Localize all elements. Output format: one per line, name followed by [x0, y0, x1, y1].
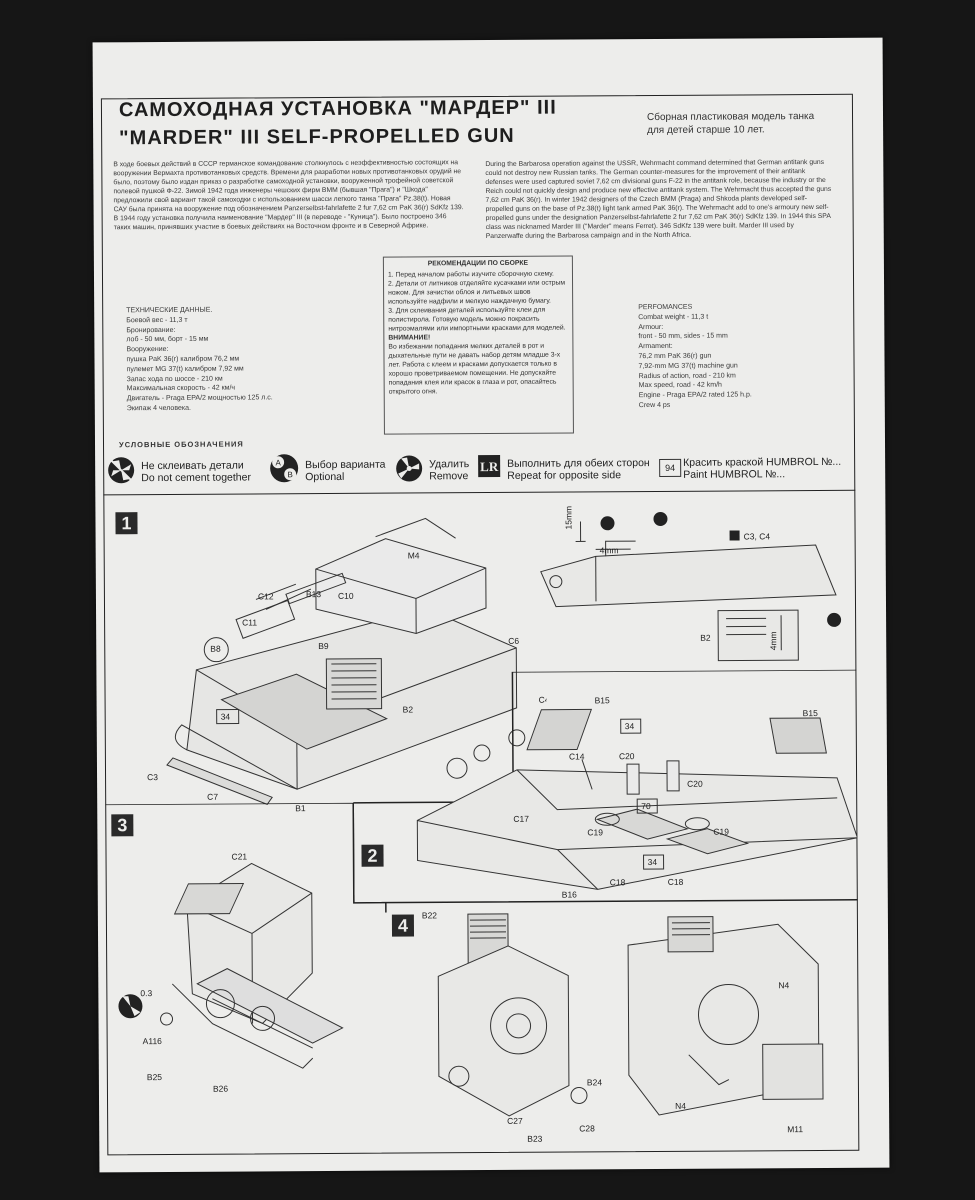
step-1-inset-diagram: 15mm 4mm C3, C4 B2 4mm	[540, 506, 842, 662]
optional-a-label: A	[275, 458, 281, 467]
optional-b-label: B	[288, 470, 293, 479]
recommendation-item: 3. Для склеивания деталей используйте кл…	[388, 306, 566, 333]
part-c28-label: C28	[579, 1123, 595, 1133]
paint-34-callout: 34	[648, 857, 658, 867]
lr-glyph: LR	[480, 459, 499, 474]
recommendation-item: 2. Детали от литников отделяйте кусачкам…	[388, 279, 566, 306]
legend-text: Красить краской HUMBROL №...	[683, 455, 842, 469]
part-b26-label: B26	[213, 1084, 228, 1094]
legend-text: Удалить	[429, 458, 470, 471]
paint-34-callout: 34	[625, 721, 635, 731]
part-c19-label: C19	[587, 827, 603, 837]
step-2-diagram: B15 B15 34 70 34 C14 C20 C20 C17 C19 C19…	[416, 695, 858, 900]
spec-line: Экипаж 4 человека.	[126, 404, 191, 413]
legend-text: Repeat for opposite side	[507, 469, 622, 482]
specs-russian: ТЕХНИЧЕСКИЕ ДАННЫЕ. Боевой вес - 11,3 т …	[126, 305, 273, 414]
history-russian: В ходе боевых действий в СССР германское…	[113, 158, 464, 260]
part-b15-label: B15	[803, 708, 818, 718]
spec-line: 7,92-mm MG 37(t) machine gun	[638, 362, 738, 370]
legend-header: УСЛОВНЫЕ ОБОЗНАЧЕНИЯ	[118, 439, 244, 450]
step-3-border	[105, 802, 858, 913]
part-c20-label: C20	[619, 751, 635, 761]
part-b9-label: B9	[318, 641, 329, 651]
part-c3-label: C3	[147, 772, 158, 782]
part-m11-label: M11	[787, 1124, 803, 1134]
part-b23-label: B23	[527, 1134, 542, 1144]
step-3-diagram: C21 0.3 A116 B25 B26	[118, 851, 344, 1094]
spec-line: Engine - Praga EPA/2 rated 125 h.p.	[638, 391, 752, 400]
legend-text: Не склеивать детали	[141, 459, 244, 473]
repeat-lr-icon: LR	[478, 454, 501, 478]
step-4-diagram: B22 B24 C27 C28 B23 N4 N4 M11	[422, 910, 824, 1144]
part-n4-label: N4	[778, 980, 789, 990]
no-cement-icon	[108, 457, 135, 484]
part-c14-label: C14	[569, 751, 585, 761]
legend-text: Remove	[429, 470, 469, 483]
drill-diameter-label: 0.3	[140, 988, 152, 998]
part-c12-label: C12	[258, 591, 274, 601]
part-b1-label: B1	[295, 803, 306, 813]
optional-icon: A B	[270, 454, 299, 483]
legend-text: Paint HUMBROL №...	[683, 468, 786, 481]
paint-34-callout: 34	[221, 712, 231, 722]
part-c20-label: C20	[687, 779, 703, 789]
legend-text: Выполнить для обеих сторон	[507, 457, 650, 470]
part-b15-label: B15	[595, 695, 610, 705]
part-b13-label: B13	[306, 589, 321, 599]
part-m4-label: M4	[408, 550, 420, 560]
part-b8-label: B8	[210, 644, 221, 654]
part-b16-label: B16	[562, 889, 577, 899]
part-a116-label: A116	[143, 1036, 163, 1046]
dimension-4mm-vertical: 4mm	[768, 631, 778, 650]
part-b25-label: B25	[147, 1072, 162, 1082]
part-c27-label: C27	[507, 1116, 523, 1126]
step-4-number: 4	[391, 914, 415, 937]
specs-english: PERFOMANCES Combat weight - 11,3 t Armou…	[638, 302, 752, 410]
history-en-text: During the Barbarosa operation against t…	[485, 158, 832, 241]
legend-remove: Удалить Remove	[429, 458, 469, 482]
instruction-sheet: САМОХОДНАЯ УСТАНОВКА "МАРДЕР" III "MARDE…	[92, 37, 890, 1173]
dimension-4mm: 4mm	[600, 545, 619, 555]
step-3-number: 3	[111, 814, 134, 837]
part-c4-label: C4	[539, 695, 548, 705]
legend-repeat: Выполнить для обеих сторон Repeat for op…	[507, 457, 650, 482]
part-c18-label: C18	[668, 877, 684, 887]
recommendations-header: РЕКОМЕНДАЦИИ ПО СБОРКЕ	[427, 259, 529, 268]
ref-c3-c4-label: C3, C4	[744, 531, 771, 541]
assembly-recommendations: РЕКОМЕНДАЦИИ ПО СБОРКЕ 1. Перед началом …	[382, 255, 574, 435]
step-1-diagram: 34 M4 C12 B13 C10 C11 B8 B9 C6 B2 C4 C3 …	[147, 517, 548, 813]
part-c6-label: C6	[508, 636, 519, 646]
legend-text: Do not cement together	[141, 471, 251, 485]
part-c7-label: C7	[207, 792, 218, 802]
history-ru-text: В ходе боевых действий в СССР германское…	[113, 159, 464, 232]
part-b24-label: B24	[587, 1077, 602, 1087]
paint-70-callout: 70	[641, 801, 651, 811]
part-c21-label: C21	[232, 851, 248, 861]
part-c19-label: C19	[713, 827, 729, 837]
spec-line: Crew 4 ps	[638, 401, 671, 410]
part-b22-label: B22	[422, 910, 437, 920]
part-c11-label: C11	[242, 617, 257, 627]
inset-b2-label: B2	[700, 633, 711, 643]
dimension-15mm: 15mm	[563, 506, 573, 530]
part-c10-label: C10	[338, 591, 354, 601]
legend-no-cement: Не склеивать детали Do not cement togeth…	[141, 459, 251, 485]
legend-text: Выбор варианта	[305, 458, 386, 472]
paint-number-box: 94	[659, 458, 682, 477]
legend-text: Optional	[305, 470, 345, 484]
part-b2-label: B2	[403, 704, 414, 714]
spec-line: Radius of action, road - 210 km	[638, 372, 736, 380]
remove-icon	[396, 455, 423, 482]
part-c18-label: C18	[610, 877, 626, 887]
legend-paint: Красить краской HUMBROL №... Paint HUMBR…	[683, 456, 841, 481]
warning-text: Во избежании попадания мелких деталей в …	[388, 342, 561, 396]
part-c17-label: C17	[513, 814, 529, 824]
part-n4-label: N4	[675, 1101, 686, 1111]
spec-line: Двигатель - Praga EPA/2 мощностью 125 л.…	[126, 394, 273, 403]
legend-optional: Выбор варианта Optional	[305, 459, 385, 483]
